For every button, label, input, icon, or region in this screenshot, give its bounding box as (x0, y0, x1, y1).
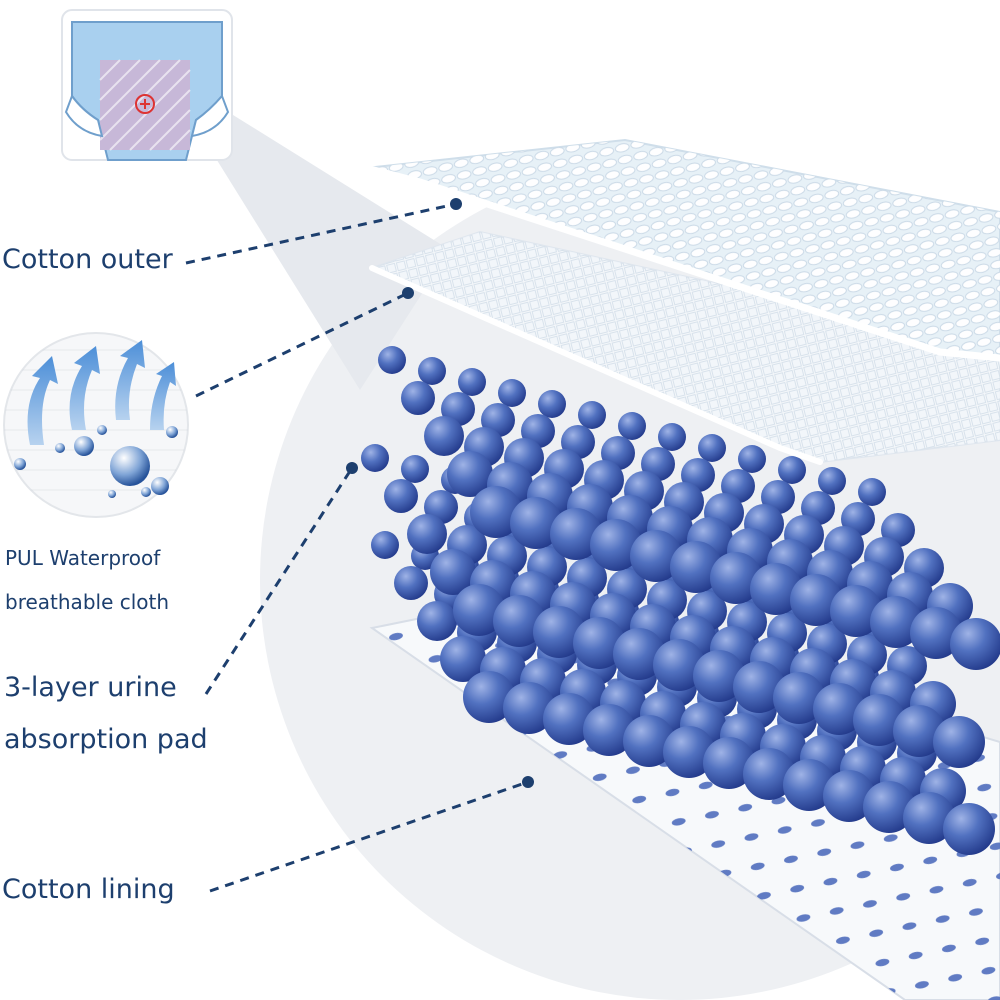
absorbent-sphere (498, 379, 526, 407)
leader-pul (195, 291, 409, 398)
absorbent-sphere (384, 479, 418, 513)
breathable-fabric-icon (3, 332, 189, 518)
absorbent-sphere (371, 531, 399, 559)
anchor-dot-pul (402, 287, 414, 299)
absorbent-sphere (440, 636, 486, 682)
cotton-outer-layer (362, 138, 1000, 362)
absorbent-sphere (623, 715, 675, 767)
absorbent-sphere (550, 508, 602, 560)
absorbent-sphere (430, 549, 476, 595)
absorbent-sphere (818, 467, 846, 495)
absorbent-sphere (361, 444, 389, 472)
absorbent-sphere (943, 803, 995, 855)
absorbent-sphere (418, 357, 446, 385)
absorbent-sphere (738, 445, 766, 473)
absorbent-sphere (424, 416, 464, 456)
absorbent-sphere (447, 451, 493, 497)
absorbent-sphere (933, 716, 985, 768)
absorbent-sphere (853, 694, 905, 746)
absorbent-sphere (658, 423, 686, 451)
label-cotton-lining: Cotton lining (2, 874, 175, 905)
absorbent-sphere (750, 563, 802, 615)
absorbent-sphere (590, 519, 642, 571)
absorbent-sphere (903, 792, 955, 844)
absorbent-sphere (453, 584, 505, 636)
absorption-pad-1 (378, 346, 1000, 670)
absorbent-sphere (543, 693, 595, 745)
absorbent-sphere (653, 639, 705, 691)
pul-waterproof-layer (369, 230, 1000, 465)
absorbent-sphere (813, 683, 865, 735)
absorbent-sphere (823, 770, 875, 822)
absorbent-sphere (538, 390, 566, 418)
zoom-funnel (192, 110, 450, 390)
absorbent-sphere (503, 682, 555, 734)
absorbent-sphere (870, 596, 922, 648)
absorbent-sphere (790, 574, 842, 626)
absorbent-sphere (710, 552, 762, 604)
absorbent-sphere (663, 726, 715, 778)
leader-absorption (204, 467, 354, 695)
absorbent-sphere (458, 368, 486, 396)
leader-cotton-outer (185, 202, 457, 265)
absorbent-sphere (703, 737, 755, 789)
absorbent-sphere (401, 381, 435, 415)
absorbent-sphere (463, 671, 515, 723)
label-absorption-line-2: absorption pad (4, 724, 208, 755)
leader-lines (185, 202, 529, 893)
absorbent-sphere (670, 541, 722, 593)
absorbent-sphere (773, 672, 825, 724)
absorbent-sphere (693, 650, 745, 702)
absorbent-sphere (470, 486, 522, 538)
anchor-dot-cotton-outer (450, 198, 462, 210)
absorbent-sphere (493, 595, 545, 647)
absorbent-sphere (533, 606, 585, 658)
absorbent-sphere (863, 781, 915, 833)
training-pants-icon (61, 9, 233, 161)
absorbent-sphere (407, 514, 447, 554)
anchor-dot-cotton-lining (522, 776, 534, 788)
absorbent-sphere (778, 456, 806, 484)
absorbent-sphere (858, 478, 886, 506)
absorbent-sphere (510, 497, 562, 549)
label-pul-line-2: breathable cloth (5, 590, 170, 614)
absorbent-sphere (743, 748, 795, 800)
label-pul-line-1: PUL Waterproof (5, 546, 161, 570)
absorbent-sphere (893, 705, 945, 757)
absorbent-sphere (583, 704, 635, 756)
absorbent-sphere (417, 601, 457, 641)
absorbent-sphere (578, 401, 606, 429)
anchor-dot-absorption (346, 462, 358, 474)
label-absorption-line-1: 3-layer urine (4, 672, 177, 703)
absorbent-sphere (573, 617, 625, 669)
absorbent-sphere (401, 455, 429, 483)
absorbent-sphere (618, 412, 646, 440)
absorbent-sphere (698, 434, 726, 462)
absorbent-sphere (950, 618, 1000, 670)
label-cotton-outer: Cotton outer (2, 244, 173, 275)
leader-cotton-lining (209, 780, 529, 893)
absorbent-sphere (783, 759, 835, 811)
absorbent-sphere (910, 607, 962, 659)
absorbent-sphere (733, 661, 785, 713)
absorbent-sphere (830, 585, 882, 637)
absorbent-sphere (630, 530, 682, 582)
absorbent-sphere (378, 346, 406, 374)
absorbent-sphere (394, 566, 428, 600)
absorbent-sphere (613, 628, 665, 680)
